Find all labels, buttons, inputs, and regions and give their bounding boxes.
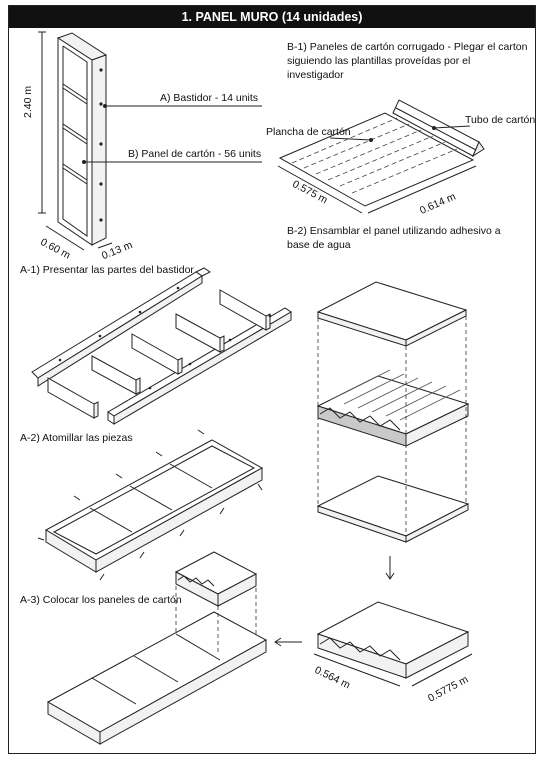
instruction-sheet: 1. PANEL MURO (14 unidades) bbox=[8, 5, 536, 754]
step-b2-text: B-2) Ensamblar el panel utilizando adhes… bbox=[287, 225, 501, 251]
assembled-frame bbox=[37, 429, 264, 581]
frame-with-panels bbox=[46, 551, 268, 745]
step-a1-text: A-1) Presentar las partes del bastidor bbox=[20, 264, 194, 276]
page-title: 1. PANEL MURO (14 unidades) bbox=[9, 6, 535, 28]
finished-panel bbox=[274, 601, 473, 687]
tubo-label: Tubo de cartón bbox=[465, 114, 536, 126]
exploded-panel bbox=[316, 281, 470, 580]
height-dimension-label: 2.40 m bbox=[22, 85, 34, 118]
exploded-frame-parts bbox=[31, 267, 292, 425]
tall-frame-drawing bbox=[38, 31, 262, 251]
panel-carton-label: B) Panel de cartón - 56 units bbox=[128, 148, 262, 160]
bastidor-label: A) Bastidor - 14 units bbox=[160, 92, 259, 104]
step-b1-text: B-1) Paneles de cartón corrugado - Plega… bbox=[287, 41, 528, 81]
step-a2-text: A-2) Atomillar las piezas bbox=[20, 432, 133, 444]
step-a3-text: A-3) Colocar los paneles de cartón bbox=[20, 594, 182, 606]
plancha-label: Plancha de cartón bbox=[266, 126, 351, 138]
cardboard-sheet-drawing bbox=[277, 99, 485, 214]
